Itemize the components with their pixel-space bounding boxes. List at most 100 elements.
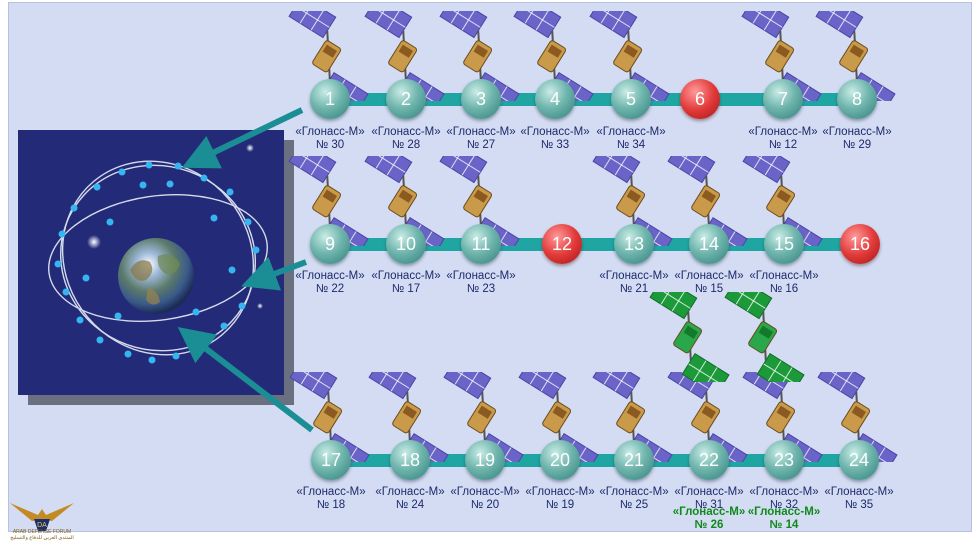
- satellite-label-slot-1: «Глонасс-М»№ 30: [280, 126, 380, 152]
- svg-text:DA: DA: [37, 522, 47, 529]
- satellite-label-line: «Глонасс-М»: [450, 486, 520, 498]
- satellite-label-slot-23: «Глонасс-М»№ 32: [734, 486, 834, 512]
- orbit-rings: [48, 160, 268, 356]
- satellite-label-line: «Глонасс-М»: [674, 270, 744, 282]
- satellite-label-line: «Глонасс-М»: [674, 486, 744, 498]
- satellite-label-slot-24: «Глонасс-М»№ 35: [809, 486, 909, 512]
- satellite-label-line: № 16: [769, 283, 799, 295]
- satellite-label-slot-14: «Глонасс-М»№ 15: [659, 270, 759, 296]
- earth-icon: [118, 238, 194, 314]
- satellite-label-line: № 20: [470, 499, 500, 511]
- satellite-label-line: № 29: [842, 139, 872, 151]
- spare-satellite-label-slot-22: «Глонасс-М»№ 26: [659, 506, 759, 532]
- satellite-label-line: № 30: [315, 139, 345, 151]
- satellite-label-line: «Глонасс-М»: [295, 270, 365, 282]
- logo-caption-arabic: المنتدى العربي للدفاع والتسليح: [10, 535, 74, 541]
- satellite-label-line: «Глонасс-М»: [596, 126, 666, 138]
- satellite-label-line: № 34: [616, 139, 646, 151]
- satellite-label-slot-8: «Глонасс-М»№ 29: [807, 126, 907, 152]
- satellite-label-line: № 18: [316, 499, 346, 511]
- logo-caption: ARAB DEFENSE FORUM المنتدى العربي للدفاع…: [6, 529, 78, 541]
- orbital-slot-12: 12: [542, 224, 582, 264]
- satellite-label-line: «Глонасс-М»: [520, 126, 590, 138]
- satellite-label-line: № 23: [466, 283, 496, 295]
- orbital-slot-17: 17: [311, 440, 351, 480]
- spare-satellite-label-line: № 14: [769, 519, 799, 531]
- satellite-label-line: «Глонасс-М»: [749, 486, 819, 498]
- orbit-satellites: [54, 161, 260, 364]
- satellite-label-line: № 27: [466, 139, 496, 151]
- satellite-label-line: «Глонасс-М»: [824, 486, 894, 498]
- satellite-label-slot-18: «Глонасс-М»№ 24: [360, 486, 460, 512]
- satellite-label-slot-19: «Глонасс-М»№ 20: [435, 486, 535, 512]
- orbital-slot-7: 7: [763, 79, 803, 119]
- orbital-slot-14: 14: [689, 224, 729, 264]
- orbital-slot-5: 5: [611, 79, 651, 119]
- satellite-label-line: № 17: [391, 283, 421, 295]
- satellite-label-slot-21: «Глонасс-М»№ 25: [584, 486, 684, 512]
- orbital-slot-11: 11: [461, 224, 501, 264]
- satellite-label-line: «Глонасс-М»: [599, 270, 669, 282]
- satellite-label-line: № 32: [769, 499, 799, 511]
- arab-defense-forum-logo: DA: [8, 493, 76, 547]
- orbital-slot-6: 6: [680, 79, 720, 119]
- glonass-spare-satellite-icon: [704, 276, 824, 396]
- orbital-slot-1: 1: [310, 79, 350, 119]
- orbital-slot-4: 4: [535, 79, 575, 119]
- satellite-label-line: № 19: [545, 499, 575, 511]
- satellite-label-line: «Глонасс-М»: [446, 270, 516, 282]
- star: [257, 303, 263, 309]
- satellite-label-line: «Глонасс-М»: [375, 486, 445, 498]
- satellite-label-line: «Глонасс-М»: [525, 486, 595, 498]
- satellite-label-line: «Глонасс-М»: [822, 126, 892, 138]
- satellite-label-slot-10: «Глонасс-М»№ 17: [356, 270, 456, 296]
- satellite-label-slot-13: «Глонасс-М»№ 21: [584, 270, 684, 296]
- star: [87, 235, 101, 249]
- orbital-slot-2: 2: [386, 79, 426, 119]
- orbital-slot-22: 22: [689, 440, 729, 480]
- star: [246, 144, 254, 152]
- satellite-label-line: «Глонасс-М»: [296, 486, 366, 498]
- orbital-slot-8: 8: [837, 79, 877, 119]
- satellite-label-line: № 12: [768, 139, 798, 151]
- satellite-label-slot-5: «Глонасс-М»№ 34: [581, 126, 681, 152]
- satellite-label-slot-22: «Глонасс-М»№ 31: [659, 486, 759, 512]
- satellite-label-line: «Глонасс-М»: [748, 126, 818, 138]
- orbital-slot-20: 20: [540, 440, 580, 480]
- satellite-label-line: № 25: [619, 499, 649, 511]
- satellite-label-line: № 35: [844, 499, 874, 511]
- orbital-slot-3: 3: [461, 79, 501, 119]
- spare-satellite-label-line: № 26: [694, 519, 724, 531]
- logo-caption-line: ARAB DEFENSE FORUM: [12, 529, 72, 535]
- satellite-label-line: № 15: [694, 283, 724, 295]
- spare-satellite-label-line: «Глонасс-М»: [672, 506, 746, 518]
- satellite-label-slot-7: «Глонасс-М»№ 12: [733, 126, 833, 152]
- orbital-slot-23: 23: [764, 440, 804, 480]
- satellite-label-slot-11: «Глонасс-М»№ 23: [431, 270, 531, 296]
- orbital-slot-19: 19: [465, 440, 505, 480]
- orbital-slot-18: 18: [390, 440, 430, 480]
- orbital-slot-21: 21: [614, 440, 654, 480]
- orbital-slot-13: 13: [614, 224, 654, 264]
- satellite-label-line: № 24: [395, 499, 425, 511]
- satellite-label-line: № 22: [315, 283, 345, 295]
- satellite-label-line: «Глонасс-М»: [446, 126, 516, 138]
- satellite-label-slot-15: «Глонасс-М»№ 16: [734, 270, 834, 296]
- orbital-slot-9: 9: [310, 224, 350, 264]
- orbital-slot-15: 15: [764, 224, 804, 264]
- satellite-label-line: «Глонасс-М»: [599, 486, 669, 498]
- satellite-label-line: «Глонасс-М»: [371, 270, 441, 282]
- satellite-label-line: № 28: [391, 139, 421, 151]
- orbital-slot-10: 10: [386, 224, 426, 264]
- satellite-label-line: № 21: [619, 283, 649, 295]
- satellite-label-line: № 31: [694, 499, 724, 511]
- orbit-illustration: [18, 130, 284, 395]
- satellite-label-line: № 33: [540, 139, 570, 151]
- satellite-label-line: «Глонасс-М»: [371, 126, 441, 138]
- satellite-label-slot-20: «Глонасс-М»№ 19: [510, 486, 610, 512]
- satellite-label-slot-2: «Глонасс-М»№ 28: [356, 126, 456, 152]
- satellite-label-line: «Глонасс-М»: [749, 270, 819, 282]
- earth-orbits-panel: [18, 130, 284, 395]
- bottom-strip: [0, 532, 980, 551]
